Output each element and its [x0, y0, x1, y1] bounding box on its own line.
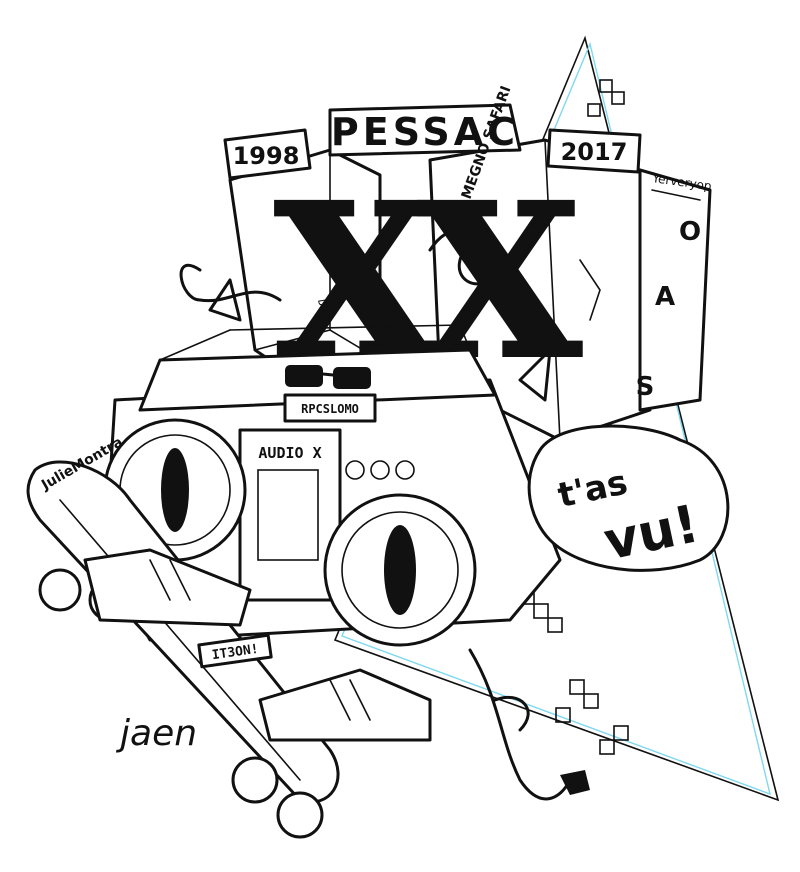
year-left-plaque: 1998	[223, 128, 312, 180]
vertical-letter-2: A	[655, 282, 675, 312]
sneakers	[83, 548, 432, 742]
artist-signature: jaen	[115, 713, 197, 754]
boombox-display: RPCSLOMO	[301, 402, 359, 416]
year-end: 2017	[561, 138, 628, 166]
boombox-brand: AUDIO X	[258, 444, 321, 462]
tail-tendril	[468, 648, 590, 801]
skateboard-sticker: IT3ON!	[211, 642, 260, 663]
title-banner: PESSAC	[328, 103, 522, 157]
plant-tendrils	[179, 230, 552, 402]
year-start: 1998	[233, 142, 300, 170]
banner-title: PESSAC	[331, 110, 519, 154]
pixel-decoration	[519, 79, 629, 755]
left-block-text: DOTS	[315, 298, 332, 326]
right-small-tower	[638, 168, 712, 412]
year-right-plaque: 2017	[546, 128, 642, 174]
vertical-letters: O A S	[636, 217, 701, 402]
speech-bubble: t'as vu!	[527, 424, 730, 573]
vertical-letter-3: S	[636, 372, 655, 402]
vertical-letter-1: O	[679, 217, 701, 247]
sunglasses	[285, 365, 371, 389]
